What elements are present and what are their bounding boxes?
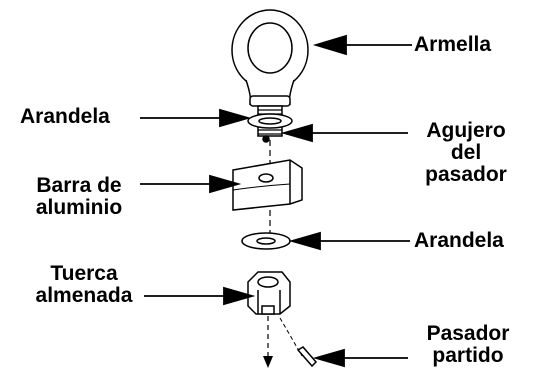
label-armella: Armella (414, 33, 492, 56)
label-tuerca-almenada: Tuerca almenada (28, 263, 140, 307)
label-agujero-del-pasador: Agujero del pasador (410, 120, 522, 186)
label-barra-de-aluminio: Barra de aluminio (24, 175, 134, 219)
label-agujero-line1: Agujero (426, 119, 506, 142)
label-tuerca-line1: Tuerca (50, 262, 118, 285)
label-arandela-bottom: Arandela (414, 229, 504, 252)
label-pasador-line1: Pasador (426, 322, 510, 345)
lower-washer (241, 232, 291, 250)
upper-washer (247, 113, 293, 129)
aluminum-bar (232, 159, 303, 211)
label-barra-line2: aluminio (35, 196, 123, 219)
castle-nut (247, 271, 291, 315)
label-barra-line1: Barra de (36, 174, 122, 197)
label-pasador-partido: Pasador partido (412, 323, 524, 367)
callout-arrows (140, 34, 412, 368)
label-pasador-line2: partido (432, 344, 504, 367)
cotter-pin (279, 317, 318, 368)
label-agujero-line3: pasador (425, 163, 507, 186)
label-arandela-top: Arandela (20, 105, 110, 128)
label-agujero-line2: del (450, 141, 482, 164)
label-tuerca-line2: almenada (35, 284, 133, 307)
